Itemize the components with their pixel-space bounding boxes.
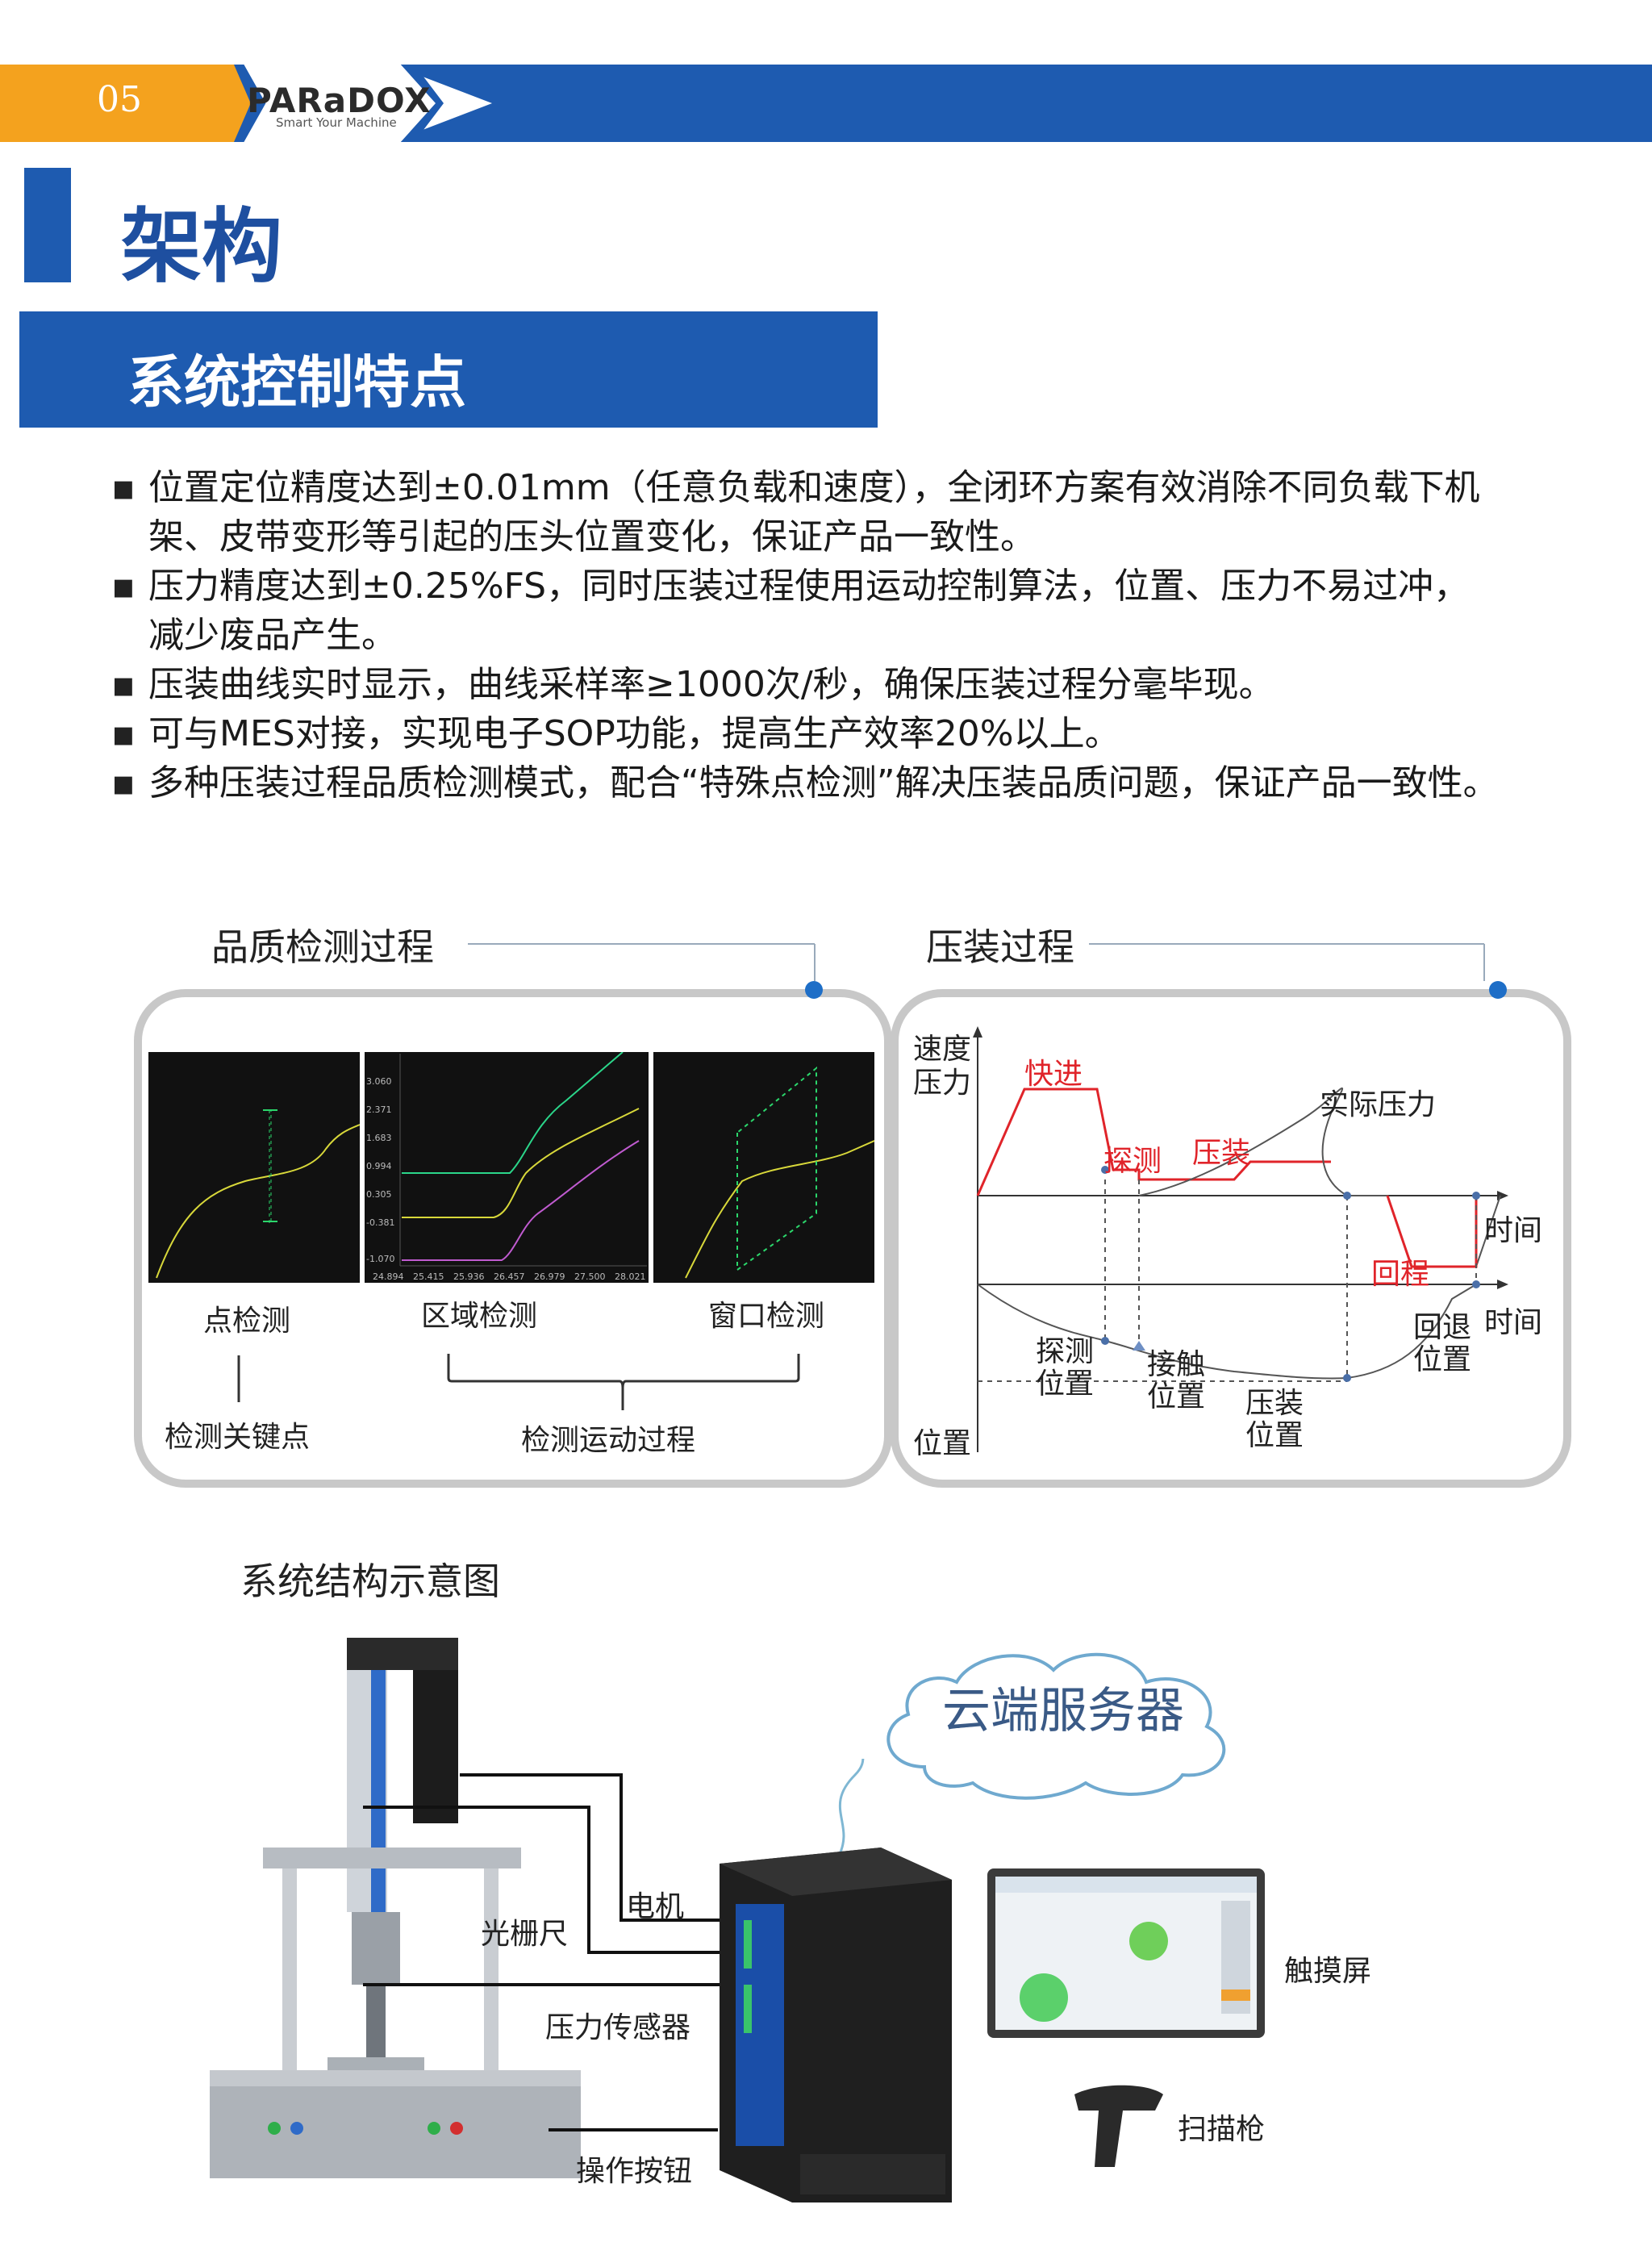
time-axis-label-1: 时间 — [1484, 1214, 1543, 1247]
x-tick: 26.457 — [494, 1271, 525, 1282]
header-band — [391, 65, 1652, 142]
press-diagram — [973, 1026, 1508, 1452]
window-check-label: 窗口检测 — [708, 1300, 825, 1333]
quality-brackets — [237, 1354, 800, 1410]
press-frame — [891, 989, 1571, 1488]
press-machine-image — [210, 1638, 581, 2178]
operation-button-label: 操作按钮 — [576, 2155, 693, 2188]
y-tick: 3.060 — [366, 1076, 392, 1087]
actual-pressure-label: 实际压力 — [1320, 1088, 1437, 1121]
y-tick: 0.305 — [366, 1189, 392, 1200]
y-tick: 1.683 — [366, 1133, 392, 1143]
quality-caption: 品质检测过程 — [211, 925, 434, 969]
x-tick: 25.415 — [413, 1271, 444, 1282]
retreat-position-label: 回退 位置 — [1413, 1311, 1472, 1376]
pressure-sensor-label: 压力传感器 — [545, 2011, 691, 2044]
logo-box — [244, 65, 436, 142]
y-tick: -1.070 — [366, 1254, 394, 1264]
motion-label: 检测运动过程 — [521, 1424, 696, 1457]
y-tick: -0.381 — [366, 1217, 394, 1228]
press-frame-dot — [1489, 981, 1507, 999]
probe-position-label: 探测 位置 — [1036, 1335, 1095, 1401]
point-check-label: 点检测 — [203, 1305, 291, 1338]
brand-logo: PARaDOX — [247, 81, 432, 120]
cloud-server-label: 云端服务器 — [942, 1683, 1184, 1739]
x-tick: 26.979 — [534, 1271, 565, 1282]
section-banner — [19, 311, 878, 428]
feature-item: 多种压装过程品质检测模式，配合“特殊点检测”解决压装品质问题，保证产品一致性。 — [111, 758, 1499, 808]
region-check-label: 区域检测 — [421, 1300, 538, 1333]
feature-item: 位置定位精度达到±0.01mm（任意负载和速度），全闭环方案有效消除不同负载下机… — [111, 463, 1499, 562]
position-axis-label: 位置 — [913, 1427, 972, 1460]
x-tick: 24.894 — [373, 1271, 404, 1282]
scanner-image — [1074, 2085, 1163, 2167]
x-tick: 25.936 — [453, 1271, 485, 1282]
title-accent-bar — [24, 168, 71, 282]
point-check-plot — [148, 1052, 360, 1283]
scanner-label: 扫描枪 — [1178, 2113, 1266, 2146]
system-caption: 系统结构示意图 — [240, 1559, 500, 1603]
region-check-plot: 3.060 2.371 1.683 0.994 0.305 -0.381 -1.… — [365, 1052, 649, 1283]
touch-screen-label: 触摸屏 — [1284, 1955, 1372, 1988]
motor-label: 电机 — [626, 1890, 685, 1923]
header-page-tab — [0, 65, 266, 142]
grating-ruler-label: 光栅尺 — [481, 1918, 569, 1951]
key-point-label: 检测关键点 — [165, 1421, 311, 1454]
controller-image — [720, 1848, 952, 2202]
page-number: 05 — [97, 79, 142, 120]
press-caption: 压装过程 — [926, 925, 1074, 969]
cloud-icon — [886, 1652, 1226, 1800]
contact-position-label: 接触 位置 — [1147, 1348, 1206, 1413]
window-check-plot — [653, 1052, 874, 1283]
touch-screen-image — [987, 1868, 1265, 2038]
connection-lines — [363, 1759, 865, 2131]
feature-item: 可与MES对接，实现电子SOP功能，提高生产效率20%以上。 — [111, 709, 1499, 758]
brand-tagline: Smart Your Machine — [276, 115, 397, 130]
page-title: 架构 — [121, 199, 282, 294]
section-title: 系统控制特点 — [127, 349, 466, 415]
press-caption-leader — [1089, 943, 1485, 981]
press-label: 压装 — [1192, 1137, 1251, 1170]
speed-pressure-axis-label: 速度 压力 — [913, 1033, 972, 1100]
x-tick: 28.021 — [615, 1271, 646, 1282]
feature-list: 位置定位精度达到±0.01mm（任意负载和速度），全闭环方案有效消除不同负载下机… — [111, 463, 1499, 808]
quality-frame-dot — [805, 981, 823, 999]
probe-label: 探测 — [1103, 1145, 1162, 1178]
feature-item: 压力精度达到±0.25%FS，同时压装过程使用运动控制算法，位置、压力不易过冲，… — [111, 562, 1499, 660]
time-axis-label-2: 时间 — [1484, 1306, 1543, 1339]
press-position-label: 压装 位置 — [1245, 1387, 1304, 1452]
y-tick: 2.371 — [366, 1104, 392, 1115]
fast-label: 快进 — [1024, 1058, 1083, 1091]
feature-item: 压装曲线实时显示，曲线采样率≥1000次/秒，确保压装过程分毫毕现。 — [111, 660, 1499, 709]
x-tick: 27.500 — [574, 1271, 606, 1282]
return-label: 回程 — [1371, 1258, 1430, 1291]
quality-caption-leader — [468, 943, 816, 981]
y-tick: 0.994 — [366, 1161, 392, 1171]
